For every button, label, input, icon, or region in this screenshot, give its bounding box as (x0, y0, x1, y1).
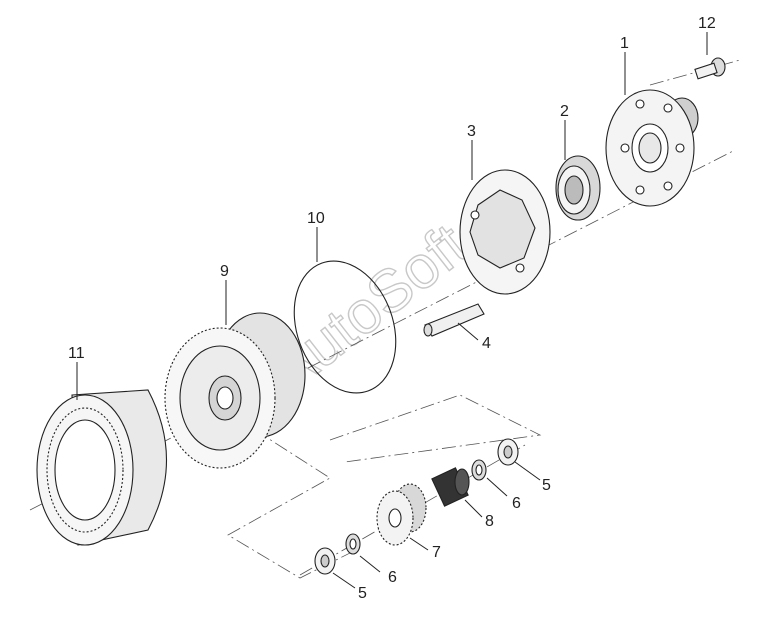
label-part-5-upper: 5 (542, 477, 551, 494)
part-3-carrier-plate (459, 169, 551, 295)
part-11-ring-gear (36, 389, 167, 546)
part-5-washer-upper (497, 438, 519, 466)
label-part-5-lower: 5 (358, 585, 367, 602)
leader-lines (76, 32, 708, 589)
part-1-hub-flange (605, 89, 699, 207)
label-part-7: 7 (432, 544, 441, 561)
label-part-12: 12 (698, 15, 716, 32)
bolt-centerline (649, 59, 741, 86)
label-part-10: 10 (307, 210, 325, 227)
label-part-6-lower: 6 (388, 569, 397, 586)
label-part-8: 8 (485, 513, 494, 530)
part-4-pin (423, 303, 485, 337)
part-5-washer-lower (314, 547, 336, 575)
label-part-11: 11 (68, 345, 85, 362)
part-6-spacer-lower (345, 533, 361, 555)
label-part-2: 2 (560, 103, 569, 120)
part-10-snap-ring (293, 260, 397, 394)
part-2-bearing (555, 155, 601, 221)
part-6-spacer-upper (471, 459, 487, 481)
label-part-9: 9 (220, 263, 229, 280)
label-part-6-upper: 6 (512, 495, 521, 512)
part-8-needle-bearing (431, 467, 470, 507)
part-9-planet-carrier (164, 312, 306, 469)
label-part-1: 1 (620, 35, 629, 52)
part-7-planet-gear (376, 483, 427, 546)
label-part-4: 4 (482, 335, 491, 352)
part-12-bolt (694, 57, 726, 80)
sub-assembly-boundary-upper (329, 394, 542, 463)
label-part-3: 3 (467, 123, 476, 140)
